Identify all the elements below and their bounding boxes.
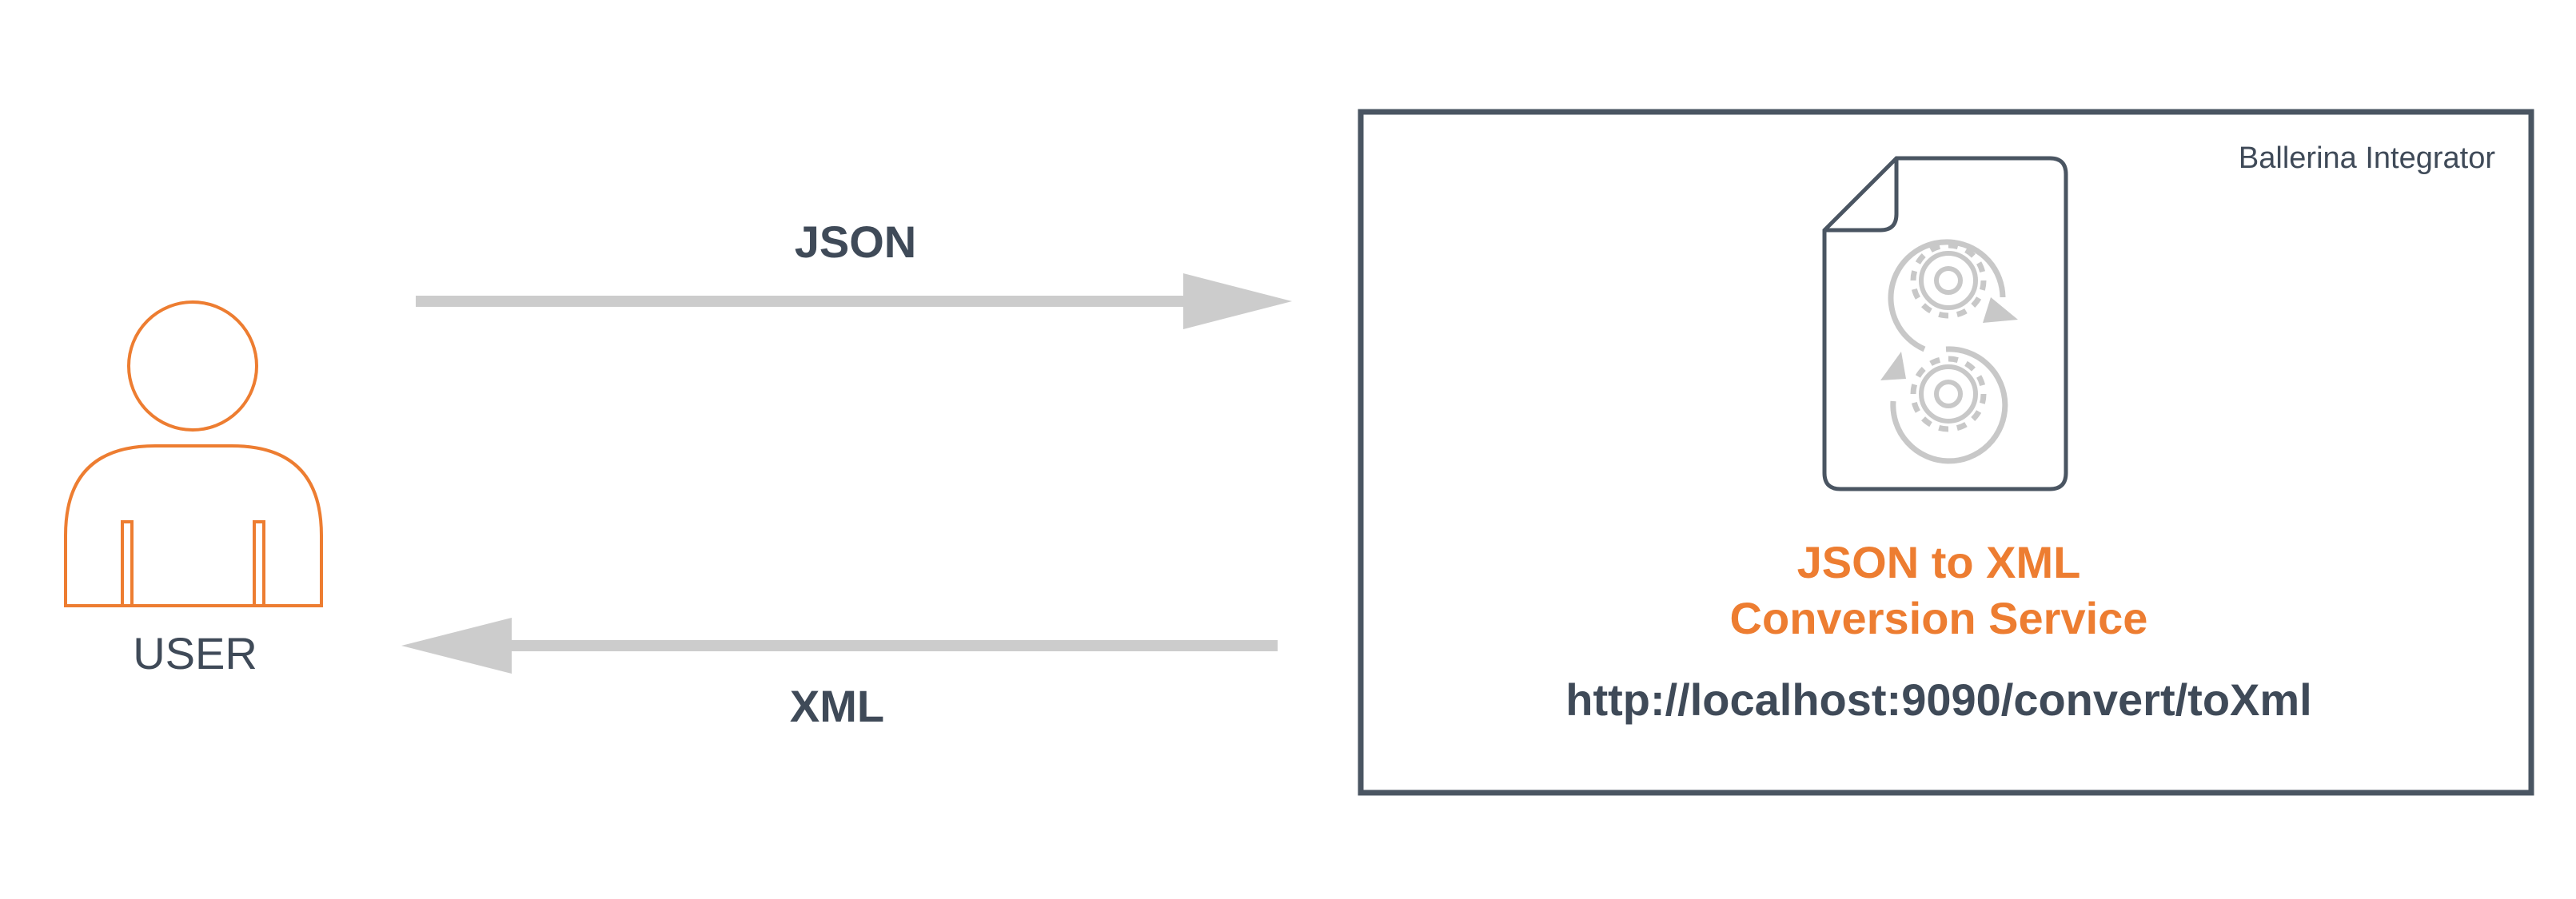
service-url: http://localhost:9090/convert/toXml	[1565, 674, 2312, 725]
document-gears-icon	[1822, 156, 2068, 491]
service-container	[1358, 109, 2534, 796]
request-label: JSON	[795, 217, 917, 267]
response-label: XML	[790, 681, 884, 731]
request-arrow	[416, 273, 1292, 329]
user-icon	[64, 300, 323, 607]
service-title-line2: Conversion Service	[1730, 593, 2148, 643]
service-title-line1: JSON to XML	[1797, 537, 2081, 587]
container-label: Ballerina Integrator	[2239, 141, 2495, 175]
user-label: USER	[133, 628, 257, 678]
response-arrow	[401, 618, 1278, 674]
